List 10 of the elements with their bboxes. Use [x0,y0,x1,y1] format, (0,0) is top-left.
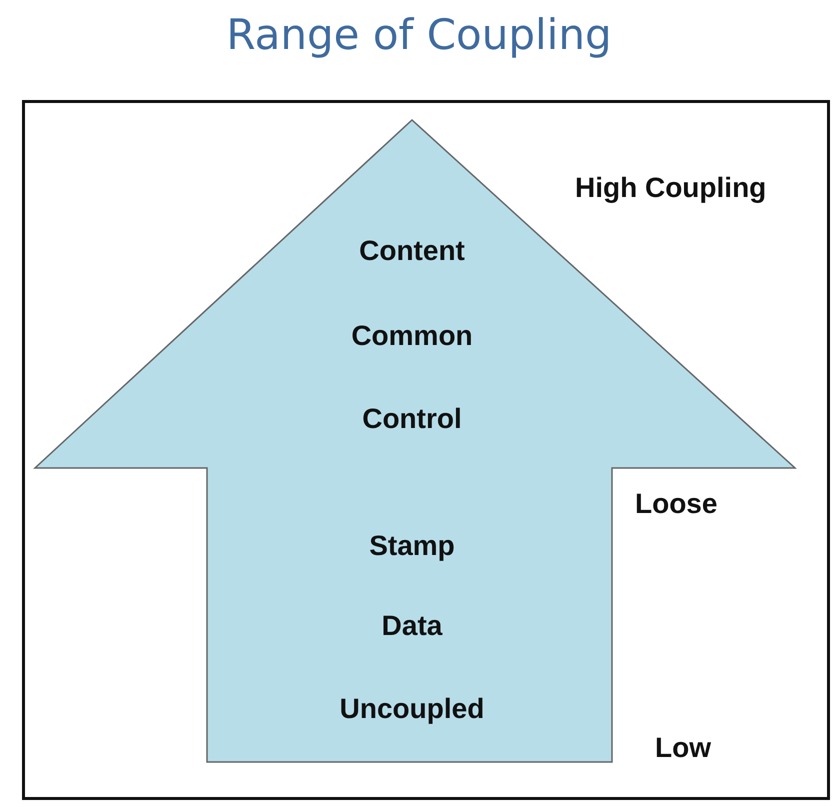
coupling-level-label: Uncoupled [340,693,484,725]
coupling-level-label: Data [382,610,442,642]
scale-label: High Coupling [575,172,766,204]
coupling-level-label: Stamp [369,530,455,562]
scale-label: Loose [635,488,718,520]
coupling-level-label: Control [362,403,462,435]
diagram-title: Range of Coupling [225,10,613,59]
coupling-level-label: Content [359,235,465,267]
coupling-level-label: Common [351,320,473,352]
scale-label: Low [655,732,711,764]
